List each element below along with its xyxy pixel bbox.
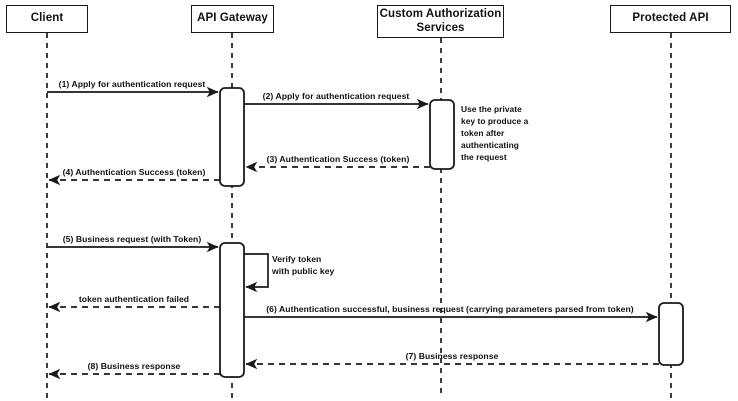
actor-label-api-gateway: API Gateway xyxy=(197,12,268,25)
message-label-7: (7) Business response xyxy=(405,351,499,361)
actor-label-protected-api: Protected API xyxy=(632,12,709,25)
note-private-key: Use the private key to produce a token a… xyxy=(461,104,547,164)
self-note-line-1: Verify token xyxy=(272,254,322,264)
message-label-3: (3) Authentication Success (token) xyxy=(266,154,410,164)
actor-box-custom-authorization-services[interactable]: Custom Authorization Services xyxy=(377,5,504,38)
note-line-2: key to produce a xyxy=(461,115,529,126)
activation-bars xyxy=(219,87,684,378)
note-line-3: token after xyxy=(461,127,505,138)
actor-box-protected-api[interactable]: Protected API xyxy=(610,5,731,33)
message-arrow-self-verify xyxy=(244,253,269,293)
activation-gateway-business xyxy=(219,242,245,378)
self-note-line-2: with public key xyxy=(272,266,335,277)
message-label-5: (5) Business request (with Token) xyxy=(62,234,202,244)
activation-auth-service xyxy=(429,99,455,170)
actor-box-client[interactable]: Client xyxy=(6,5,88,33)
note-line-4: authenticating xyxy=(461,139,519,150)
message-label-token-failed: token authentication failed xyxy=(78,294,190,304)
self-message-note-verify-token: Verify token with public key xyxy=(272,253,334,278)
activation-protected-api xyxy=(658,302,684,366)
actor-label-client: Client xyxy=(30,12,64,25)
note-line-5: the request xyxy=(461,151,507,162)
actor-label-custom-authorization-services: Custom Authorization Services xyxy=(379,8,502,34)
message-arrows xyxy=(47,86,659,380)
message-label-8: (8) Business response xyxy=(87,361,181,371)
message-label-2: (2) Apply for authentication request xyxy=(262,91,410,101)
actor-box-api-gateway[interactable]: API Gateway xyxy=(191,5,274,33)
message-label-6: (6) Authentication successful, business … xyxy=(266,304,634,314)
message-label-4: (4) Authentication Success (token) xyxy=(62,167,206,177)
activation-gateway-auth xyxy=(219,87,245,187)
note-line-1: Use the private xyxy=(461,104,522,114)
message-label-1: (1) Apply for authentication request xyxy=(58,79,206,89)
